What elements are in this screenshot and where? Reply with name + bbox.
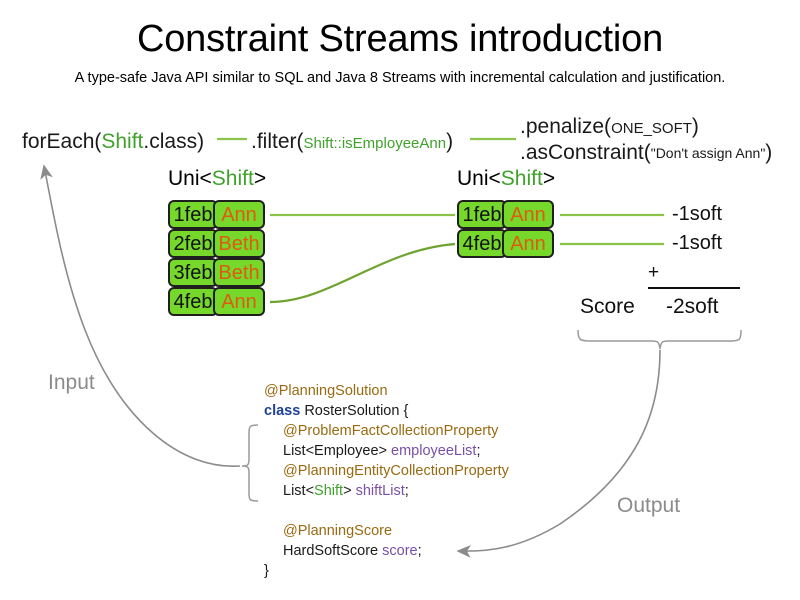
penalty-result-row2: -1soft xyxy=(672,232,723,254)
shift-date-cell: 2feb xyxy=(168,229,218,258)
penalize-tail-text: ) xyxy=(691,115,699,138)
code-line: class RosterSolution { xyxy=(264,401,509,421)
penalize-expression: .penalize(ONE_SOFT) xyxy=(520,114,699,142)
score-label: Score xyxy=(580,295,635,318)
code-fields-brace xyxy=(241,424,259,502)
shift-employee-cell: Beth xyxy=(213,229,265,258)
code-token: List< xyxy=(283,483,315,499)
code-token: @PlanningSolution xyxy=(264,383,388,399)
sum-divider-rule xyxy=(648,287,740,289)
left-shift-row[interactable]: 4feb Ann xyxy=(168,287,265,316)
left-shift-row[interactable]: 2feb Beth xyxy=(168,229,265,258)
filter-expression: .filter(Shift::isEmployeeAnn) xyxy=(251,129,453,157)
code-token xyxy=(283,503,287,519)
code-token: @PlanningScore xyxy=(283,523,393,539)
code-line: @PlanningEntityCollectionProperty xyxy=(264,461,509,481)
code-token: Shift xyxy=(314,483,344,499)
output-flow-label: Output xyxy=(617,494,681,517)
shift-employee-cell: Ann xyxy=(213,287,265,316)
penalty-result-row1: -1soft xyxy=(672,203,723,225)
page-subtitle: A type-safe Java API similar to SQL and … xyxy=(74,70,726,86)
code-line: HardSoftScore score; xyxy=(264,541,509,561)
foreach-tail-text: .class) xyxy=(143,130,205,153)
code-line: @PlanningSolution xyxy=(264,381,509,401)
shift-date-cell: 3feb xyxy=(168,258,218,287)
page-title: Constraint Streams introduction xyxy=(136,18,664,60)
right-shift-row[interactable]: 1feb Ann xyxy=(457,200,554,229)
foreach-expression: forEach(Shift.class) xyxy=(22,129,204,155)
foreach-type-text: Shift xyxy=(101,130,144,153)
code-line xyxy=(264,501,509,521)
left-shift-row[interactable]: 3feb Beth xyxy=(168,258,265,287)
wire-left-row4-to-right-row2 xyxy=(269,242,456,304)
score-brace xyxy=(577,329,742,350)
code-token: > xyxy=(343,483,356,499)
left-uni-type: Shift xyxy=(211,167,254,190)
code-line: @PlanningScore xyxy=(264,521,509,541)
sum-operator: + xyxy=(648,262,660,283)
code-token: } xyxy=(264,563,269,579)
left-uni-prefix: Uni< xyxy=(168,167,212,190)
code-line: @ProblemFactCollectionProperty xyxy=(264,421,509,441)
asconstraint-call-text: .asConstraint( xyxy=(520,141,651,164)
filter-arg-text: Shift::isEmployeeAnn xyxy=(303,135,447,152)
code-line: List<Shift> shiftList; xyxy=(264,481,509,501)
asconstraint-arg-text: "Don't assign Ann" xyxy=(650,145,766,161)
shift-employee-cell: Ann xyxy=(502,200,554,229)
right-uni-type: Shift xyxy=(500,167,543,190)
left-stream-type-label: Uni<Shift> xyxy=(168,167,266,191)
shift-employee-cell: Ann xyxy=(213,200,265,229)
shift-date-cell: 1feb xyxy=(168,200,218,229)
code-line: } xyxy=(264,561,509,581)
code-token: shiftList xyxy=(355,483,405,499)
left-shift-row[interactable]: 1feb Ann xyxy=(168,200,265,229)
code-token: List<Employee> xyxy=(283,443,392,459)
code-token: ; xyxy=(404,483,409,499)
code-token: @PlanningEntityCollectionProperty xyxy=(283,463,509,479)
code-token: ; xyxy=(476,443,481,459)
code-token: class xyxy=(264,403,305,419)
score-total-value: -2soft xyxy=(666,295,719,318)
filter-call-text: .filter( xyxy=(251,130,304,153)
asconstraint-expression: .asConstraint("Don't assign Ann") xyxy=(520,140,772,166)
code-token: ; xyxy=(417,543,422,559)
shift-date-cell: 1feb xyxy=(457,200,507,229)
code-token: score xyxy=(382,543,418,559)
filter-tail-text: ) xyxy=(446,130,454,153)
shift-employee-cell: Beth xyxy=(213,258,265,287)
code-token: HardSoftScore xyxy=(283,543,383,559)
code-line: List<Employee> employeeList; xyxy=(264,441,509,461)
right-shift-row[interactable]: 4feb Ann xyxy=(457,229,554,258)
penalize-call-text: .penalize( xyxy=(520,115,612,138)
foreach-call-text: forEach( xyxy=(22,130,102,153)
shift-employee-cell: Ann xyxy=(502,229,554,258)
right-uni-prefix: Uni< xyxy=(457,167,501,190)
shift-date-cell: 4feb xyxy=(457,229,507,258)
input-flow-label: Input xyxy=(48,371,95,394)
code-token: @ProblemFactCollectionProperty xyxy=(283,423,499,439)
code-token: employeeList xyxy=(391,443,477,459)
code-token: RosterSolution { xyxy=(304,403,409,419)
penalize-arg-text: ONE_SOFT xyxy=(611,120,692,137)
solution-code-block: @PlanningSolution class RosterSolution { @… xyxy=(264,381,509,581)
right-uni-suffix: > xyxy=(542,167,556,190)
right-stream-type-label: Uni<Shift> xyxy=(457,167,555,191)
left-uni-suffix: > xyxy=(253,167,267,190)
shift-date-cell: 4feb xyxy=(168,287,218,316)
asconstraint-tail-text: ) xyxy=(765,141,773,164)
